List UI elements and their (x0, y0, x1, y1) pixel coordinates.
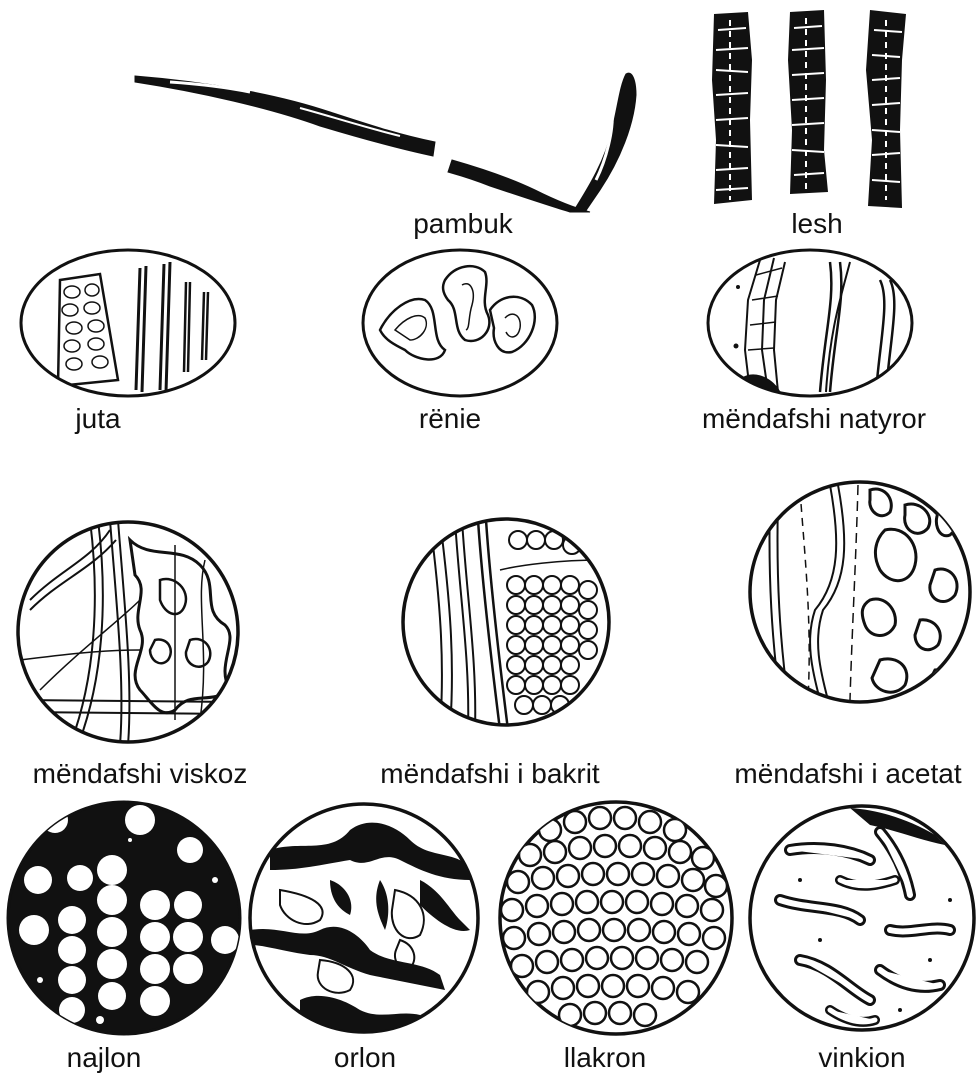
cupro-silk-illustration (403, 519, 609, 730)
vinkion-illustration (750, 806, 974, 1030)
orlon-illustration (250, 804, 478, 1035)
llakron-illustration (500, 802, 732, 1034)
viscose-silk-illustration (18, 520, 240, 745)
label-renie: rënie (419, 405, 481, 433)
wool-fiber-illustration (712, 10, 906, 208)
label-mendafshi-i-bakrit: mëndafshi i bakrit (380, 760, 599, 788)
label-mendafshi-i-acetat: mëndafshi i acetat (734, 760, 961, 788)
label-mendafshi-viskoz: mëndafshi viskoz (33, 760, 248, 788)
label-mendafshi-natyror: mëndafshi natyror (702, 405, 926, 433)
natural-silk-illustration (708, 250, 912, 396)
label-najlon: najlon (67, 1044, 142, 1072)
renie-illustration (363, 250, 557, 396)
label-juta: juta (75, 405, 120, 433)
jute-illustration (21, 250, 235, 396)
nylon-illustration (8, 802, 240, 1034)
acetate-silk-illustration (750, 482, 970, 702)
label-lesh: lesh (791, 210, 842, 238)
cotton-fiber-illustration (135, 73, 636, 212)
label-orlon: orlon (334, 1044, 396, 1072)
label-pambuk: pambuk (413, 210, 513, 238)
label-vinkion: vinkion (818, 1044, 905, 1072)
label-llakron: llakron (564, 1044, 646, 1072)
